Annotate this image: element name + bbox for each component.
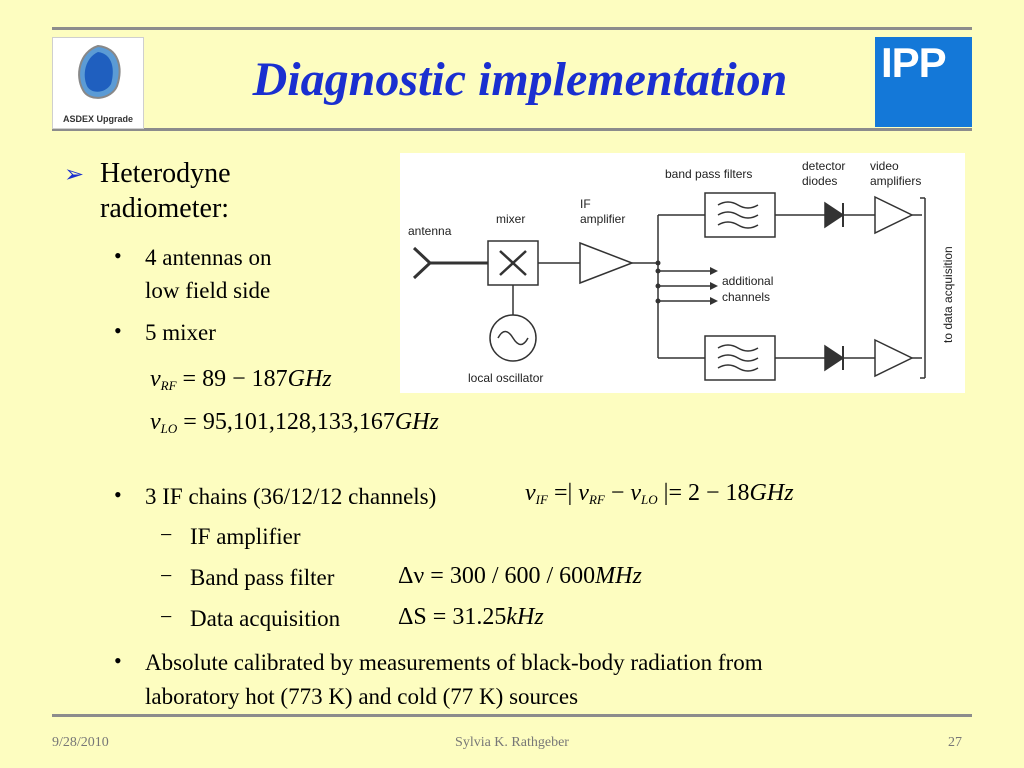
equation-delta-s: ΔS = 31.25kHz	[398, 604, 544, 631]
footer-author: Sylvia K. Rathgeber	[455, 735, 569, 750]
label-additional-2: channels	[722, 290, 770, 304]
label-local-oscillator: local oscillator	[468, 371, 543, 385]
plasma-cross-section-icon	[78, 44, 121, 99]
label-band-pass-filters: band pass filters	[665, 167, 752, 181]
local-oscillator-icon	[489, 314, 537, 362]
dash-data-acquisition: Data acquisition	[190, 606, 341, 631]
top-rule	[52, 27, 972, 30]
ipp-logo: IPP	[875, 37, 972, 127]
bullet-antennas-line2: low field side	[145, 278, 271, 303]
footer-rule	[52, 714, 972, 717]
eq-if-rhs2: −	[604, 480, 631, 506]
eq-rf-symbol: ν	[150, 366, 161, 392]
title-rule	[52, 128, 972, 131]
eq-lo-sub: LO	[160, 421, 178, 436]
video-amplifier-bottom	[874, 338, 914, 378]
eq-rf-sub: RF	[160, 378, 177, 393]
eq-rf-unit: GHz	[287, 366, 332, 392]
eq-lo-rhs: = 95,101,128,133,167	[183, 409, 395, 435]
band-pass-filter-top	[704, 192, 776, 238]
logo-right-label: IPP	[881, 39, 947, 86]
footer-date: 9/28/2010	[52, 735, 109, 750]
eq-lo-unit: GHz	[394, 409, 439, 435]
dash-marker: −	[160, 522, 173, 547]
radiometer-block-diagram: antenna mixer IF amplifier band pass fil…	[400, 153, 965, 393]
eq-dnu-lhs: Δν	[398, 563, 425, 589]
eq-if-sub3: LO	[641, 492, 658, 507]
label-detector-1: detector	[802, 159, 845, 173]
label-to-data-acquisition: to data acquisition	[941, 246, 955, 343]
slide-title: Diagnostic implementation	[252, 53, 788, 106]
bullet-heterodyne-line1: Heterodyne	[100, 158, 231, 189]
label-detector-2: diodes	[802, 174, 837, 188]
if-amplifier-icon	[579, 241, 635, 285]
equation-rf: νRF = 89 − 187GHz	[150, 366, 332, 394]
bullet-heterodyne-line2: radiometer:	[100, 193, 230, 224]
eq-ds-unit: kHz	[506, 604, 544, 630]
bullet-dot: •	[114, 318, 122, 343]
eq-if-unit: GHz	[749, 480, 794, 506]
dash-marker: −	[160, 563, 173, 588]
video-amplifier-top	[874, 195, 914, 235]
bullet-if-chains: 3 IF chains (36/12/12 channels)	[145, 484, 437, 509]
label-additional-1: additional	[722, 274, 773, 288]
label-mixer: mixer	[496, 212, 525, 226]
dash-if-amplifier: IF amplifier	[190, 524, 301, 549]
band-pass-filter-bottom	[704, 335, 776, 381]
label-antenna: antenna	[408, 224, 452, 238]
bullet-calibration-line2: laboratory hot (773 K) and cold (77 K) s…	[145, 684, 579, 709]
footer-page-number: 27	[948, 735, 962, 750]
label-video-1: video	[870, 159, 899, 173]
bullet-antennas-line1: 4 antennas on	[145, 245, 272, 270]
equation-if: νIF =| νRF − νLO |= 2 − 18GHz	[525, 480, 794, 508]
logo-left-label: ASDEX Upgrade	[62, 114, 133, 124]
eq-if-rhs3: |= 2 − 18	[657, 480, 750, 506]
bullet-calibration-line1: Absolute calibrated by measurements of b…	[145, 650, 763, 675]
eq-if-sub2: RF	[588, 492, 605, 507]
eq-if-symbol3: ν	[630, 480, 642, 506]
eq-ds-lhs: ΔS	[398, 604, 427, 630]
bullet-mixer: 5 mixer	[145, 320, 216, 345]
eq-if-rhs1: =|	[547, 480, 579, 506]
bullet-arrow-icon: ➢	[64, 162, 85, 188]
eq-dnu-unit: MHz	[595, 563, 642, 589]
equation-lo: νLO = 95,101,128,133,167GHz	[150, 409, 439, 437]
detector-diode-bottom	[824, 344, 845, 372]
eq-lo-symbol: ν	[150, 409, 161, 435]
bullet-dot: •	[114, 482, 122, 507]
bullet-dot: •	[114, 243, 122, 268]
label-if-amp-2: amplifier	[580, 212, 625, 226]
equation-delta-nu: Δν = 300 / 600 / 600MHz	[398, 563, 642, 590]
eq-if-symbol2: ν	[578, 480, 589, 506]
dash-band-pass-filter: Band pass filter	[190, 565, 335, 590]
eq-rf-rhs: = 89 − 187	[182, 366, 288, 392]
bullet-dot: •	[114, 648, 122, 673]
eq-if-symbol: ν	[525, 480, 536, 506]
detector-diode-top	[824, 201, 845, 229]
label-video-2: amplifiers	[870, 174, 921, 188]
asdex-upgrade-logo: ASDEX Upgrade	[52, 37, 144, 129]
eq-ds-rhs: = 31.25	[426, 604, 507, 630]
eq-if-sub: IF	[535, 492, 548, 507]
dash-marker: −	[160, 604, 173, 629]
eq-dnu-rhs: = 300 / 600 / 600	[424, 563, 596, 589]
antenna-icon	[412, 246, 433, 280]
label-if-amp-1: IF	[580, 197, 591, 211]
